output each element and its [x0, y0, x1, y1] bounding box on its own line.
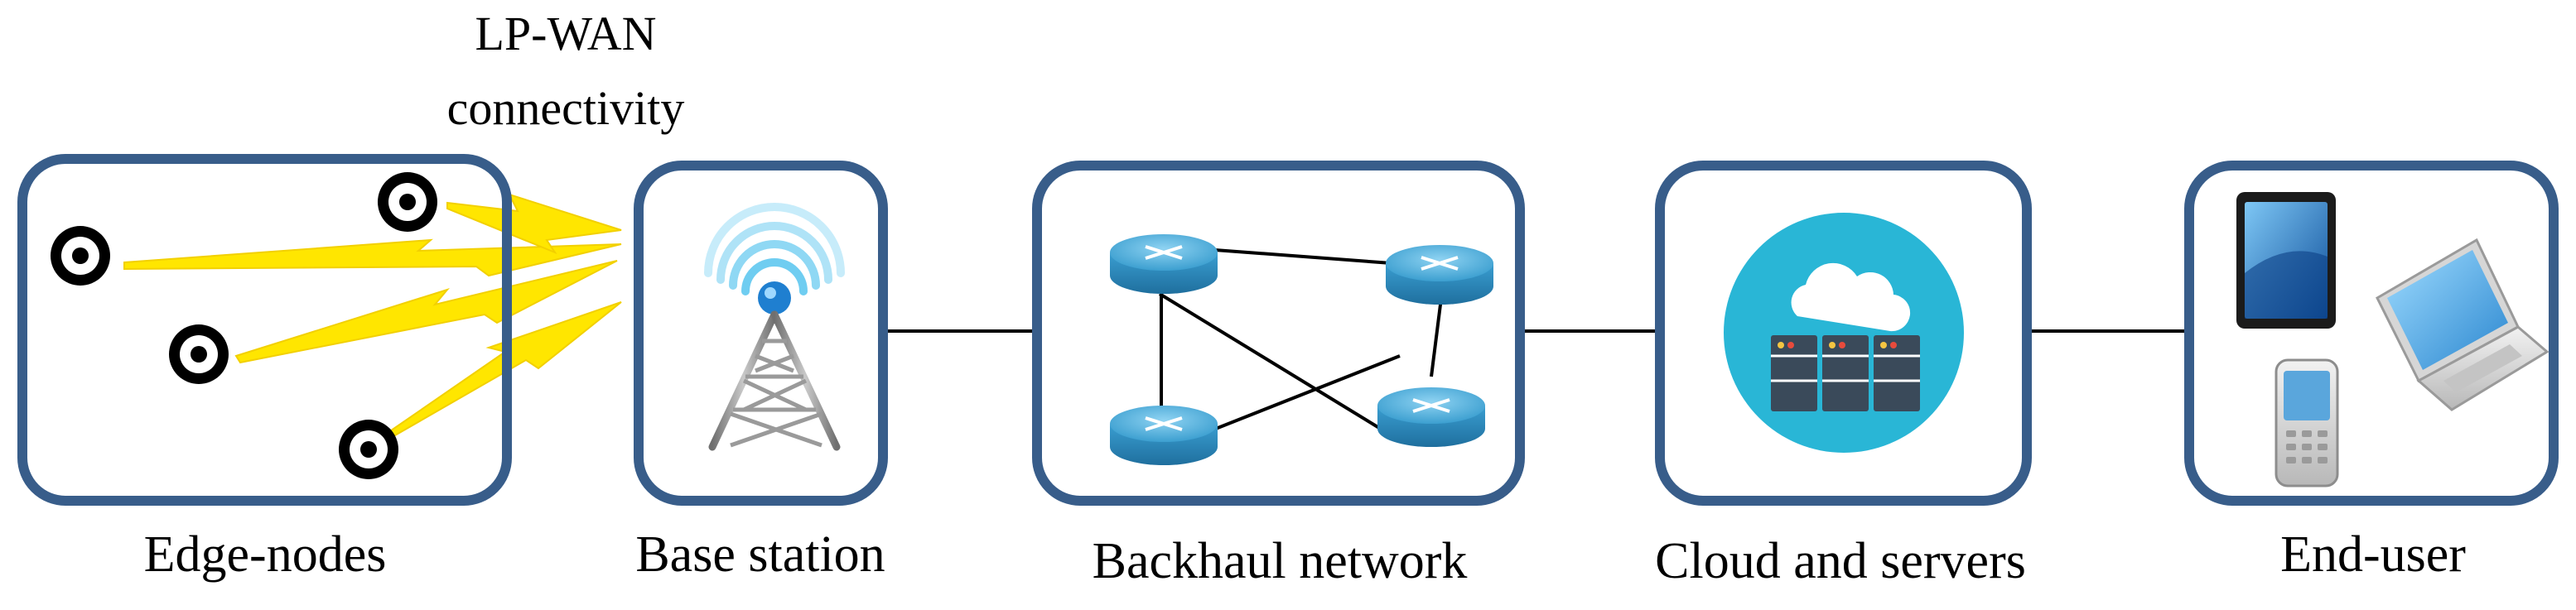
backhaul-network-box: [1032, 161, 1525, 506]
end-user-label: End-user: [2280, 526, 2466, 583]
router-icon: [1377, 387, 1485, 447]
lightning-bolt-1: [123, 238, 622, 277]
tablet-icon: [2236, 192, 2336, 329]
lightning-bolt-2: [234, 260, 618, 364]
edge-node-2: [378, 172, 437, 232]
router-icon: [1110, 234, 1218, 294]
router-icon: [1386, 245, 1493, 305]
antenna-tower-icon: [704, 203, 845, 451]
base-station-label: Base station: [635, 526, 885, 583]
end-user-box: [2184, 161, 2559, 506]
edge-node-1: [51, 226, 110, 286]
edge-node-3: [169, 324, 229, 384]
backhaul-links: [1158, 247, 1443, 436]
lightning-bolt-4: [446, 193, 622, 255]
router-icon: [1110, 406, 1218, 465]
backhaul-network-label: Backhaul network: [1093, 533, 1468, 589]
lpwan-label-line2: connectivity: [447, 81, 685, 135]
edge-node-4: [339, 420, 398, 479]
edge-nodes-label: Edge-nodes: [144, 526, 387, 583]
phone-icon: [2275, 358, 2339, 488]
cloud-servers-box: [1655, 161, 2032, 506]
base-station-box: [634, 161, 888, 506]
laptop-icon: [2376, 238, 2549, 411]
cloud-server-icon: [1724, 213, 1964, 453]
lpwan-links: [123, 193, 622, 440]
edge-nodes-box: [17, 154, 512, 506]
lpwan-label-line1: LP-WAN: [475, 7, 656, 60]
cloud-servers-label: Cloud and servers: [1655, 533, 2026, 589]
